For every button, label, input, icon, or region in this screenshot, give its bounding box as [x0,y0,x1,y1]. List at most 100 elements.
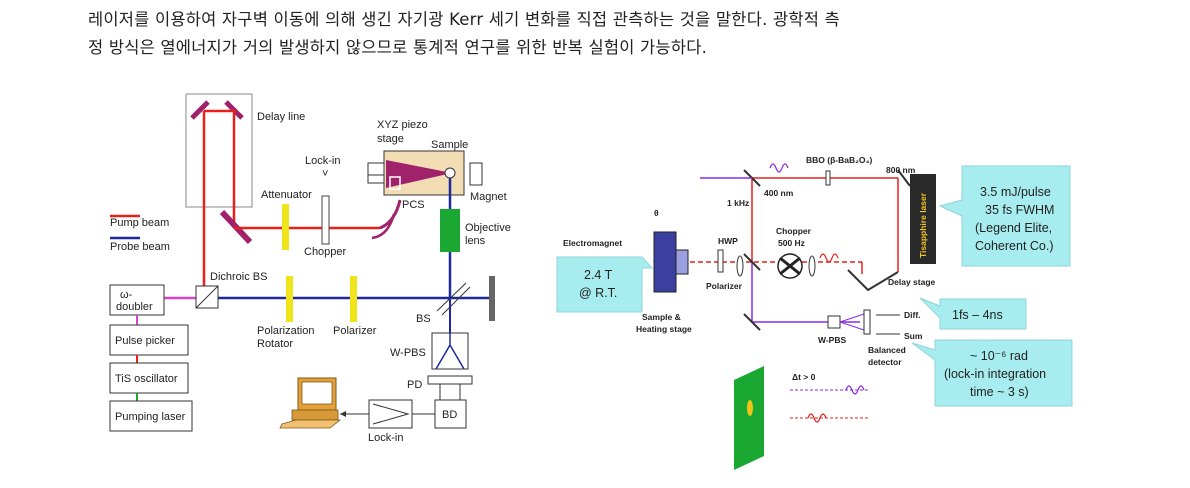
violet-wave-top [769,163,789,173]
pd-label: PD [407,379,422,391]
pcs-sample [386,160,452,188]
khz-label: 1 kHz [727,198,749,208]
legend-probe-label: Probe beam [110,241,170,253]
electromagnet-label: Electromagnet [563,238,622,248]
xyz-stage-label-1: XYZ piezo [377,119,428,131]
delay-stage-retro [847,269,899,292]
tisapphire-laser [910,174,936,264]
pulse-picker-label: Pulse picker [115,335,175,347]
electromagnet [653,231,677,293]
wpbs-out-1 [839,313,865,323]
lockin-symbol [372,403,410,425]
callout-delay-text: 1fs – 4ns [952,308,1003,322]
lockin-top-label: Lock-in [305,155,340,167]
arrow-to-pc [340,411,346,417]
mirror-middle [743,253,761,271]
attenuator [282,204,289,250]
chopper-label-1: Chopper [776,226,812,236]
tis-oscillator-box [109,362,189,394]
dichroic-label: Dichroic BS [210,271,267,283]
sample-inset [734,366,764,470]
delay-stage-label: Delay stage [888,277,936,287]
nm800-label: 800 nm [886,165,916,175]
beam-dump [489,276,495,321]
callout-laser-line3: (Legend Elite, [975,221,1052,235]
chopper-label: Chopper [304,246,347,258]
pulse-picker-box [109,324,189,356]
bbo-crystal [825,170,831,186]
polarizer-left [350,276,357,322]
nm400-label: 400 nm [764,188,794,198]
diff-label: Diff. [904,310,921,320]
pcs-pad [389,176,401,190]
legend-pump-label: Pump beam [110,217,169,229]
right-setup-diagram: BBO (β-BaB₂O₄) 800 nm 400 nm 1 kHz Tisap… [556,155,1073,470]
callout-rad [911,339,1073,407]
bbo-label: BBO (β-BaB₂O₄) [806,155,873,165]
inset-violet-wave [845,385,865,395]
attenuator-label: Attenuator [261,189,312,201]
chopper-label-2: 500 Hz [778,238,805,248]
bs-edge-1 [436,282,467,312]
objective-label-1: Objective [465,222,511,234]
pump-focus-curve [371,213,396,240]
hwp [717,249,724,273]
dichroic-diagonal [195,285,219,309]
objective-label-2: lens [465,235,486,247]
callout-field-line2: @ R.T. [579,286,617,300]
lens-1 [736,255,744,277]
computer-icon [279,377,342,429]
lockin-tick: ˅ [322,168,328,180]
sample-label: Sample [431,139,468,151]
pcs-lead [367,162,385,184]
balanced-detector-box [434,399,467,429]
sample-heating-label-1: Sample & [642,312,681,322]
pcs-label: PCS [402,199,425,211]
chopper-blade-2 [779,256,801,276]
left-setup-diagram: Delay line Attenuator Chopper Lock-in ˅ … [109,93,511,444]
theta-label: θ [654,208,659,218]
callout-field-line1: 2.4 T [584,268,613,282]
lockin-bottom-label: Lock-in [368,432,403,444]
delay-mirror-left [190,100,210,120]
paragraph-line-1: 레이저를 이용하여 자구벽 이동에 의해 생긴 자기광 Kerr 세기 변화를 … [88,10,840,29]
balanced-label-1: Balanced [868,345,906,355]
wpbs-right-label: W-PBS [818,335,846,345]
magnet [469,162,483,186]
polarizer-left-label: Polarizer [333,325,377,337]
pump-beam-delay-loop [204,109,236,228]
delta-t-label: Δt > 0 [792,372,816,382]
body-paragraph: 레이저를 이용하여 자구벽 이동에 의해 생긴 자기광 Kerr 세기 변화를 … [88,6,1108,62]
wpbs-label: W-PBS [390,347,426,359]
callout-laser [938,165,1071,267]
lens-2 [808,255,816,277]
balanced-detector [863,309,871,335]
wpbs-out-2 [839,321,865,331]
sample-spot [444,167,456,179]
electromagnet-pole [675,249,689,275]
callout-rad-line1: ~ 10⁻⁶ rad [970,349,1028,363]
doubler-label-1: ω- [120,289,133,301]
callout-laser-line1: 3.5 mJ/pulse [980,185,1051,199]
pol-rotator-label-1: Polarization [257,325,314,337]
wpbs-right [827,315,841,329]
polarization-rotator [286,276,293,322]
paragraph-line-2: 정 방식은 열에너지가 거의 발생하지 않으므로 통계적 연구를 위한 반복 실… [88,38,708,57]
bs-edge-2 [441,286,471,316]
chopper [321,195,330,245]
callout-delay [919,297,1027,330]
inset-red-wave [807,413,827,423]
mirror-bottom [743,313,761,331]
pol-rotator-label-2: Rotator [257,338,293,350]
doubler-label-2: doubler [116,301,153,313]
callout-laser-line4: Coherent Co.) [975,239,1054,253]
hwp-label: HWP [718,236,738,246]
callout-field [556,256,654,313]
polarizer-right-label: Polarizer [706,281,743,291]
magnet-label: Magnet [470,191,507,203]
tis-oscillator-label: TiS oscillator [115,373,178,385]
tisapphire-label: Tisapphire laser [918,192,928,258]
balanced-label-2: detector [868,357,902,367]
callout-rad-line3: time ~ 3 s) [970,385,1029,399]
